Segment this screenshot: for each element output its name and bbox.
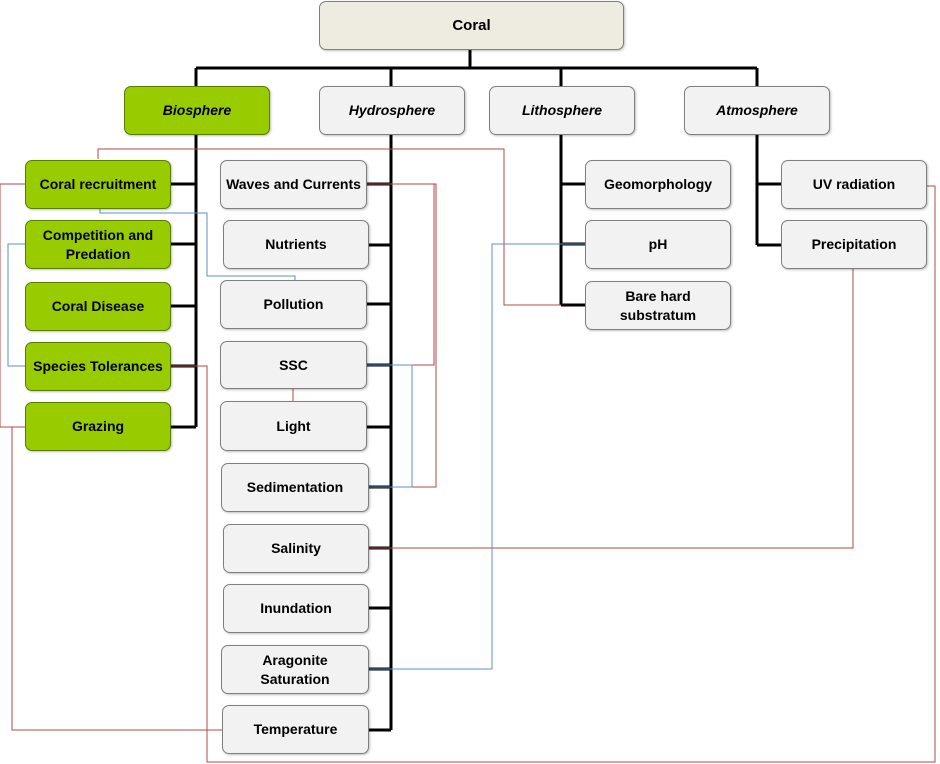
hydrosphere-node: Hydrosphere <box>319 86 465 135</box>
blue-cross-links <box>7 208 585 670</box>
lithosphere-item-bare-hard-substratum: Bare hard substratum <box>585 281 731 330</box>
hydrosphere-item-label: Sedimentation <box>246 479 344 495</box>
biosphere-item-coral-disease: Coral Disease <box>25 282 171 331</box>
lithosphere-item-label: Geomorphology <box>603 176 713 192</box>
biosphere-item-label: Species Tolerances <box>33 358 163 374</box>
hydrosphere-item-pollution: Pollution <box>220 280 367 329</box>
atmosphere-item-uv-radiation: UV radiation <box>781 160 927 209</box>
atmosphere-item-label: Precipitation <box>811 236 897 252</box>
atmosphere-item-label: UV radiation <box>812 176 896 192</box>
hydrosphere-item-light: Light <box>220 401 367 451</box>
hydrosphere-item-label: Salinity <box>271 540 321 556</box>
coral-root-node: Coral <box>319 1 624 50</box>
hydrosphere-item-waves-currents: Waves and Currents <box>220 160 367 209</box>
atmosphere-node: Atmosphere <box>684 86 830 135</box>
hydrosphere-item-label: Pollution <box>263 296 324 312</box>
hydrosphere-item-aragonite-saturation: Aragonite Saturation <box>221 645 369 694</box>
lithosphere-label: Lithosphere <box>521 102 603 118</box>
hydrosphere-item-label: Light <box>276 417 311 434</box>
red-cross-links <box>0 148 936 763</box>
hydrosphere-item-ssc: SSC <box>220 341 367 389</box>
lithosphere-item-geomorphology: Geomorphology <box>585 160 731 209</box>
hydrosphere-label: Hydrosphere <box>348 102 436 118</box>
biosphere-item-competition-predation: Competition and Predation <box>25 220 171 269</box>
biosphere-item-grazing: Grazing <box>25 402 171 451</box>
hydrosphere-item-temperature: Temperature <box>222 705 369 754</box>
atmosphere-item-precipitation: Precipitation <box>781 220 927 269</box>
coral-root-label: Coral <box>452 17 491 34</box>
biosphere-item-label: Competition and Predation <box>42 226 154 262</box>
biosphere-item-label: Coral Disease <box>51 298 145 314</box>
lithosphere-item-ph: pH <box>585 220 731 269</box>
biosphere-item-label: Coral recruitment <box>39 176 157 192</box>
biosphere-item-label: Grazing <box>71 418 125 434</box>
hydrosphere-item-label: Aragonite Saturation <box>260 651 330 687</box>
biosphere-label: Biosphere <box>162 102 232 118</box>
biosphere-item-coral-recruitment: Coral recruitment <box>25 160 171 209</box>
hydrosphere-item-nutrients: Nutrients <box>223 220 369 269</box>
hydrosphere-item-label: Nutrients <box>265 236 327 252</box>
hydrosphere-item-inundation: Inundation <box>223 584 369 633</box>
hydrosphere-item-label: Waves and Currents <box>226 176 361 192</box>
hydrosphere-item-label: Temperature <box>253 721 338 737</box>
hydrosphere-item-label: Inundation <box>260 600 332 616</box>
lithosphere-item-label: pH <box>648 236 668 252</box>
biosphere-node: Biosphere <box>124 86 270 135</box>
lithosphere-item-label: Bare hard substratum <box>619 287 697 323</box>
hydrosphere-item-sedimentation: Sedimentation <box>221 463 369 512</box>
biosphere-item-species-tolerances: Species Tolerances <box>25 342 171 391</box>
lithosphere-node: Lithosphere <box>489 86 635 135</box>
hydrosphere-item-label: SSC <box>279 356 308 373</box>
hydrosphere-item-salinity: Salinity <box>223 524 369 573</box>
atmosphere-label: Atmosphere <box>716 102 798 118</box>
